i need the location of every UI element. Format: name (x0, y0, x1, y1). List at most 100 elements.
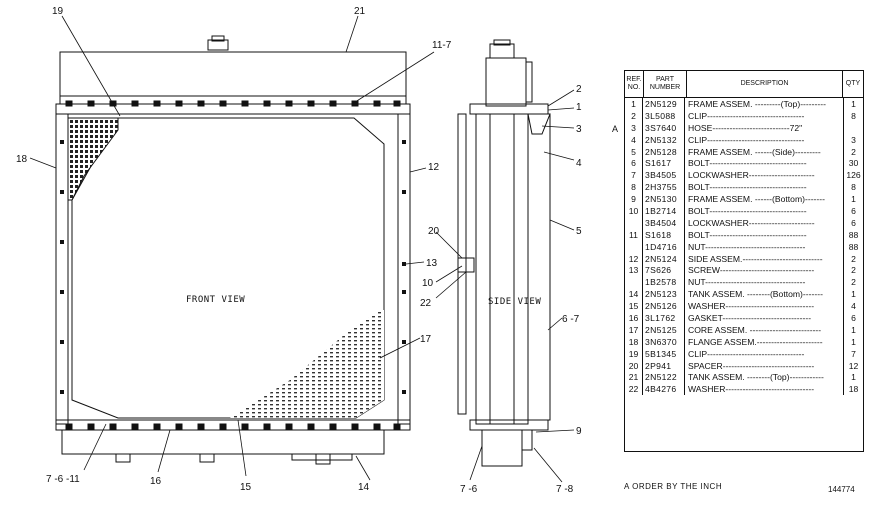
ref-cell: 8 (625, 181, 643, 194)
qty-cell: 1 (843, 335, 863, 348)
qty-cell: 1 (843, 288, 863, 301)
top-frame (55, 103, 411, 115)
part-number-cell: 2N5129 (643, 98, 685, 110)
qty-cell: 2 (843, 264, 863, 277)
ref-cell: 20 (625, 359, 643, 372)
qty-cell: 88 (843, 240, 863, 253)
callout-14: 14 (358, 482, 370, 493)
ref-cell: 14 (625, 288, 643, 301)
callout-6-7: 6 -7 (562, 314, 580, 325)
qty-cell: 1 (843, 98, 863, 110)
right-side-frame (397, 113, 411, 425)
callout-7-6-11: 7 -6 -11 (46, 474, 80, 485)
qty-cell: 12 (843, 359, 863, 372)
description-cell: BOLT---------------------------------- (688, 229, 807, 240)
part-number-cell: S1618 (643, 228, 685, 241)
ref-cell: 21 (625, 371, 643, 384)
part-number-cell: 1B2714 (643, 205, 685, 217)
qty-cell: 4 (843, 300, 863, 313)
side-bottom-frame (469, 419, 549, 431)
callout-22: 22 (420, 298, 432, 309)
side-callouts: 2 1 3 4 5 20 10 22 6 -7 9 7 -6 7 -8 (420, 84, 582, 495)
qty-cell: 6 (843, 312, 863, 324)
part-number-cell: 2N5130 (643, 193, 685, 206)
ref-cell: 7 (625, 169, 643, 182)
ref-cell: 13 (625, 264, 643, 277)
description-cell: CORE ASSEM. ------------------------- (688, 324, 822, 335)
ref-cell: 2 (625, 109, 643, 122)
part-number-cell: 2N5122 (643, 371, 685, 384)
ref-cell (625, 240, 643, 253)
description-cell: NUT----------------------------------- (688, 277, 806, 288)
qty-cell: 8 (843, 109, 863, 122)
qty-cell: 88 (843, 228, 863, 241)
description-cell: FRAME ASSEM. ------(Side)--------- (688, 146, 821, 157)
qty-cell: 7 (843, 347, 863, 360)
part-number-cell: 5B1345 (643, 347, 685, 360)
callout-5: 5 (576, 226, 582, 237)
part-number-cell: 3L5088 (643, 109, 685, 122)
header-part-number: PART NUMBER (644, 71, 687, 97)
bottom-bolts (65, 423, 401, 430)
part-number-cell: 3L1762 (643, 312, 685, 324)
qty-cell: 6 (843, 216, 863, 229)
qty-cell: 1 (843, 323, 863, 336)
description-cell: BOLT---------------------------------- (688, 158, 807, 169)
qty-cell: 6 (843, 205, 863, 217)
description-cell: BOLT---------------------------------- (688, 182, 807, 193)
ref-cell: 6 (625, 157, 643, 170)
description-cell: CLIP---------------------------------- (688, 110, 805, 121)
part-number-cell: 2N5125 (643, 323, 685, 336)
qty-cell: 2 (843, 252, 863, 265)
callout-15: 15 (240, 482, 252, 493)
side-view-label: SIDE VIEW (488, 297, 541, 307)
part-number-cell: 7S626 (643, 264, 685, 277)
ref-cell: 17 (625, 323, 643, 336)
side-leaders (435, 89, 575, 483)
order-by-inch-mark: A (612, 124, 619, 134)
description-cell: SCREW--------------------------------- (688, 265, 815, 276)
callout-11-7: 11-7 (432, 40, 452, 51)
callout-21: 21 (354, 6, 366, 17)
part-number-cell: 2N5132 (643, 133, 685, 146)
description-cell: BOLT---------------------------------- (688, 206, 807, 217)
description-cell: TANK ASSEM. --------(Bottom)------- (688, 289, 823, 300)
flange-grid (67, 117, 119, 201)
part-number-cell: 3B4504 (643, 216, 685, 229)
ref-cell (625, 276, 643, 289)
part-number-cell: 1B2578 (643, 276, 685, 289)
callout-4: 4 (576, 158, 582, 169)
ref-cell: 15 (625, 300, 643, 313)
qty-cell: 30 (843, 157, 863, 170)
part-number-cell: 3B4505 (643, 169, 685, 182)
side-core (475, 113, 529, 425)
ref-cell: 12 (625, 252, 643, 265)
part-number-cell: 2N5128 (643, 145, 685, 158)
description-cell: GASKET------------------------------- (688, 313, 812, 324)
description-cell: SIDE ASSEM.---------------------------- (688, 253, 823, 264)
front-view (29, 15, 435, 481)
part-number-cell: 2H3755 (643, 181, 685, 194)
qty-cell: 3 (843, 133, 863, 146)
part-number-cell: S1617 (643, 157, 685, 170)
filler-cap (207, 39, 229, 51)
qty-cell: 1 (843, 371, 863, 384)
part-number-cell: 2P941 (643, 359, 685, 372)
part-number-cell: 3N6370 (643, 335, 685, 348)
